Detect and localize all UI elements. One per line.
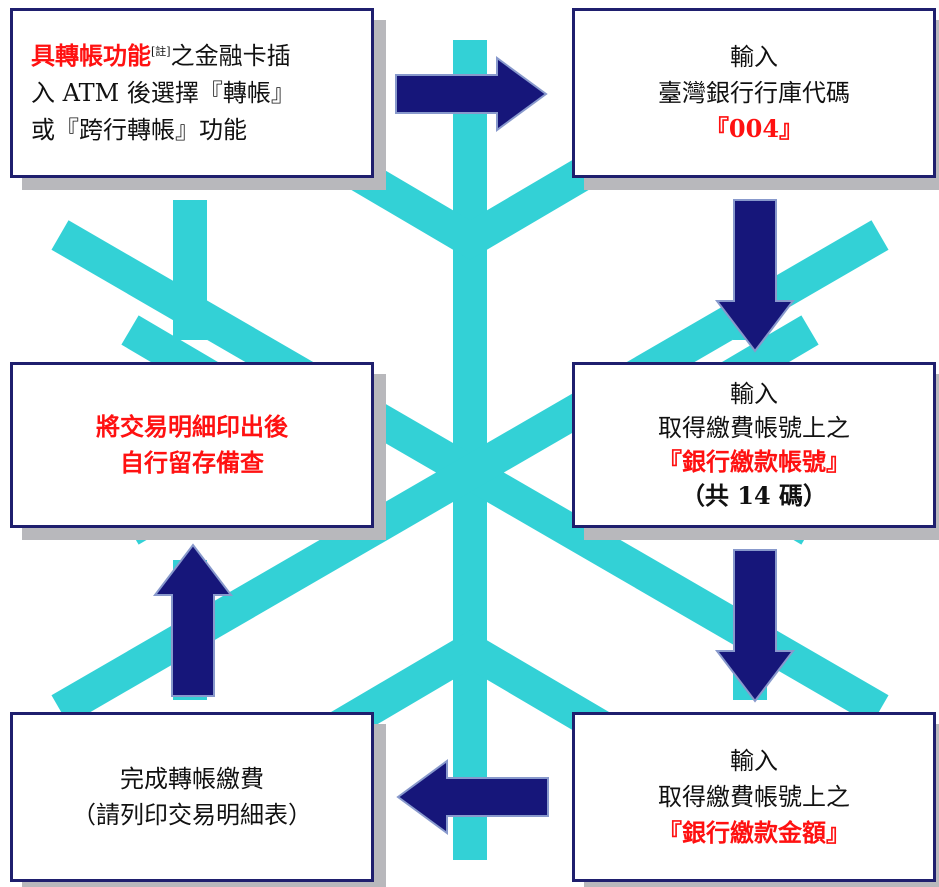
step3-line2: 取得繳費帳號上之 [658, 414, 850, 442]
down-arrow [714, 549, 796, 703]
step4-line1: 輸入 [730, 747, 778, 775]
up-arrow [152, 543, 234, 697]
step5-box: 完成轉帳繳費 （請列印交易明細表） [10, 712, 374, 882]
step6-box: 將交易明細印出後 自行留存備查 [10, 362, 374, 528]
right-arrow [395, 56, 548, 132]
step1-box: 具轉帳功能[註]之金融卡插 入 ATM 後選擇『轉帳』 或『跨行轉帳』功能 [10, 8, 374, 178]
step1-line2: 入 ATM 後選擇『轉帳』 [31, 79, 295, 107]
step1-highlight: 具轉帳功能 [31, 41, 151, 70]
step1-line1-rest: 之金融卡插 [170, 42, 291, 70]
step3-account-label: 『銀行繳款帳號』 [658, 447, 850, 476]
step5-line2: （請列印交易明細表） [72, 801, 312, 829]
step3-line1: 輸入 [730, 380, 778, 408]
step1-note-mark: [註] [151, 45, 171, 58]
step2-bank-code: 『004』 [704, 114, 804, 143]
step2-box: 輸入 臺灣銀行行庫代碼 『004』 [572, 8, 936, 178]
left-arrow [396, 759, 549, 835]
step6-line2: 自行留存備查 [120, 448, 264, 477]
step6-line1: 將交易明細印出後 [96, 412, 288, 441]
step4-box: 輸入 取得繳費帳號上之 『銀行繳款金額』 [572, 712, 936, 882]
step2-line2: 臺灣銀行行庫代碼 [658, 79, 850, 107]
step1-line1: 具轉帳功能[註]之金融卡插 [31, 37, 291, 75]
down-arrow [714, 199, 796, 353]
step1-line3: 或『跨行轉帳』功能 [31, 116, 247, 144]
step3-box: 輸入 取得繳費帳號上之 『銀行繳款帳號』 （共 14 碼） [572, 362, 936, 528]
step3-digit-count: （共 14 碼） [680, 481, 828, 510]
step5-line1: 完成轉帳繳費 [120, 765, 264, 793]
step4-amount-label: 『銀行繳款金額』 [658, 818, 850, 847]
step2-line1: 輸入 [730, 43, 778, 71]
step4-line2: 取得繳費帳號上之 [658, 783, 850, 811]
